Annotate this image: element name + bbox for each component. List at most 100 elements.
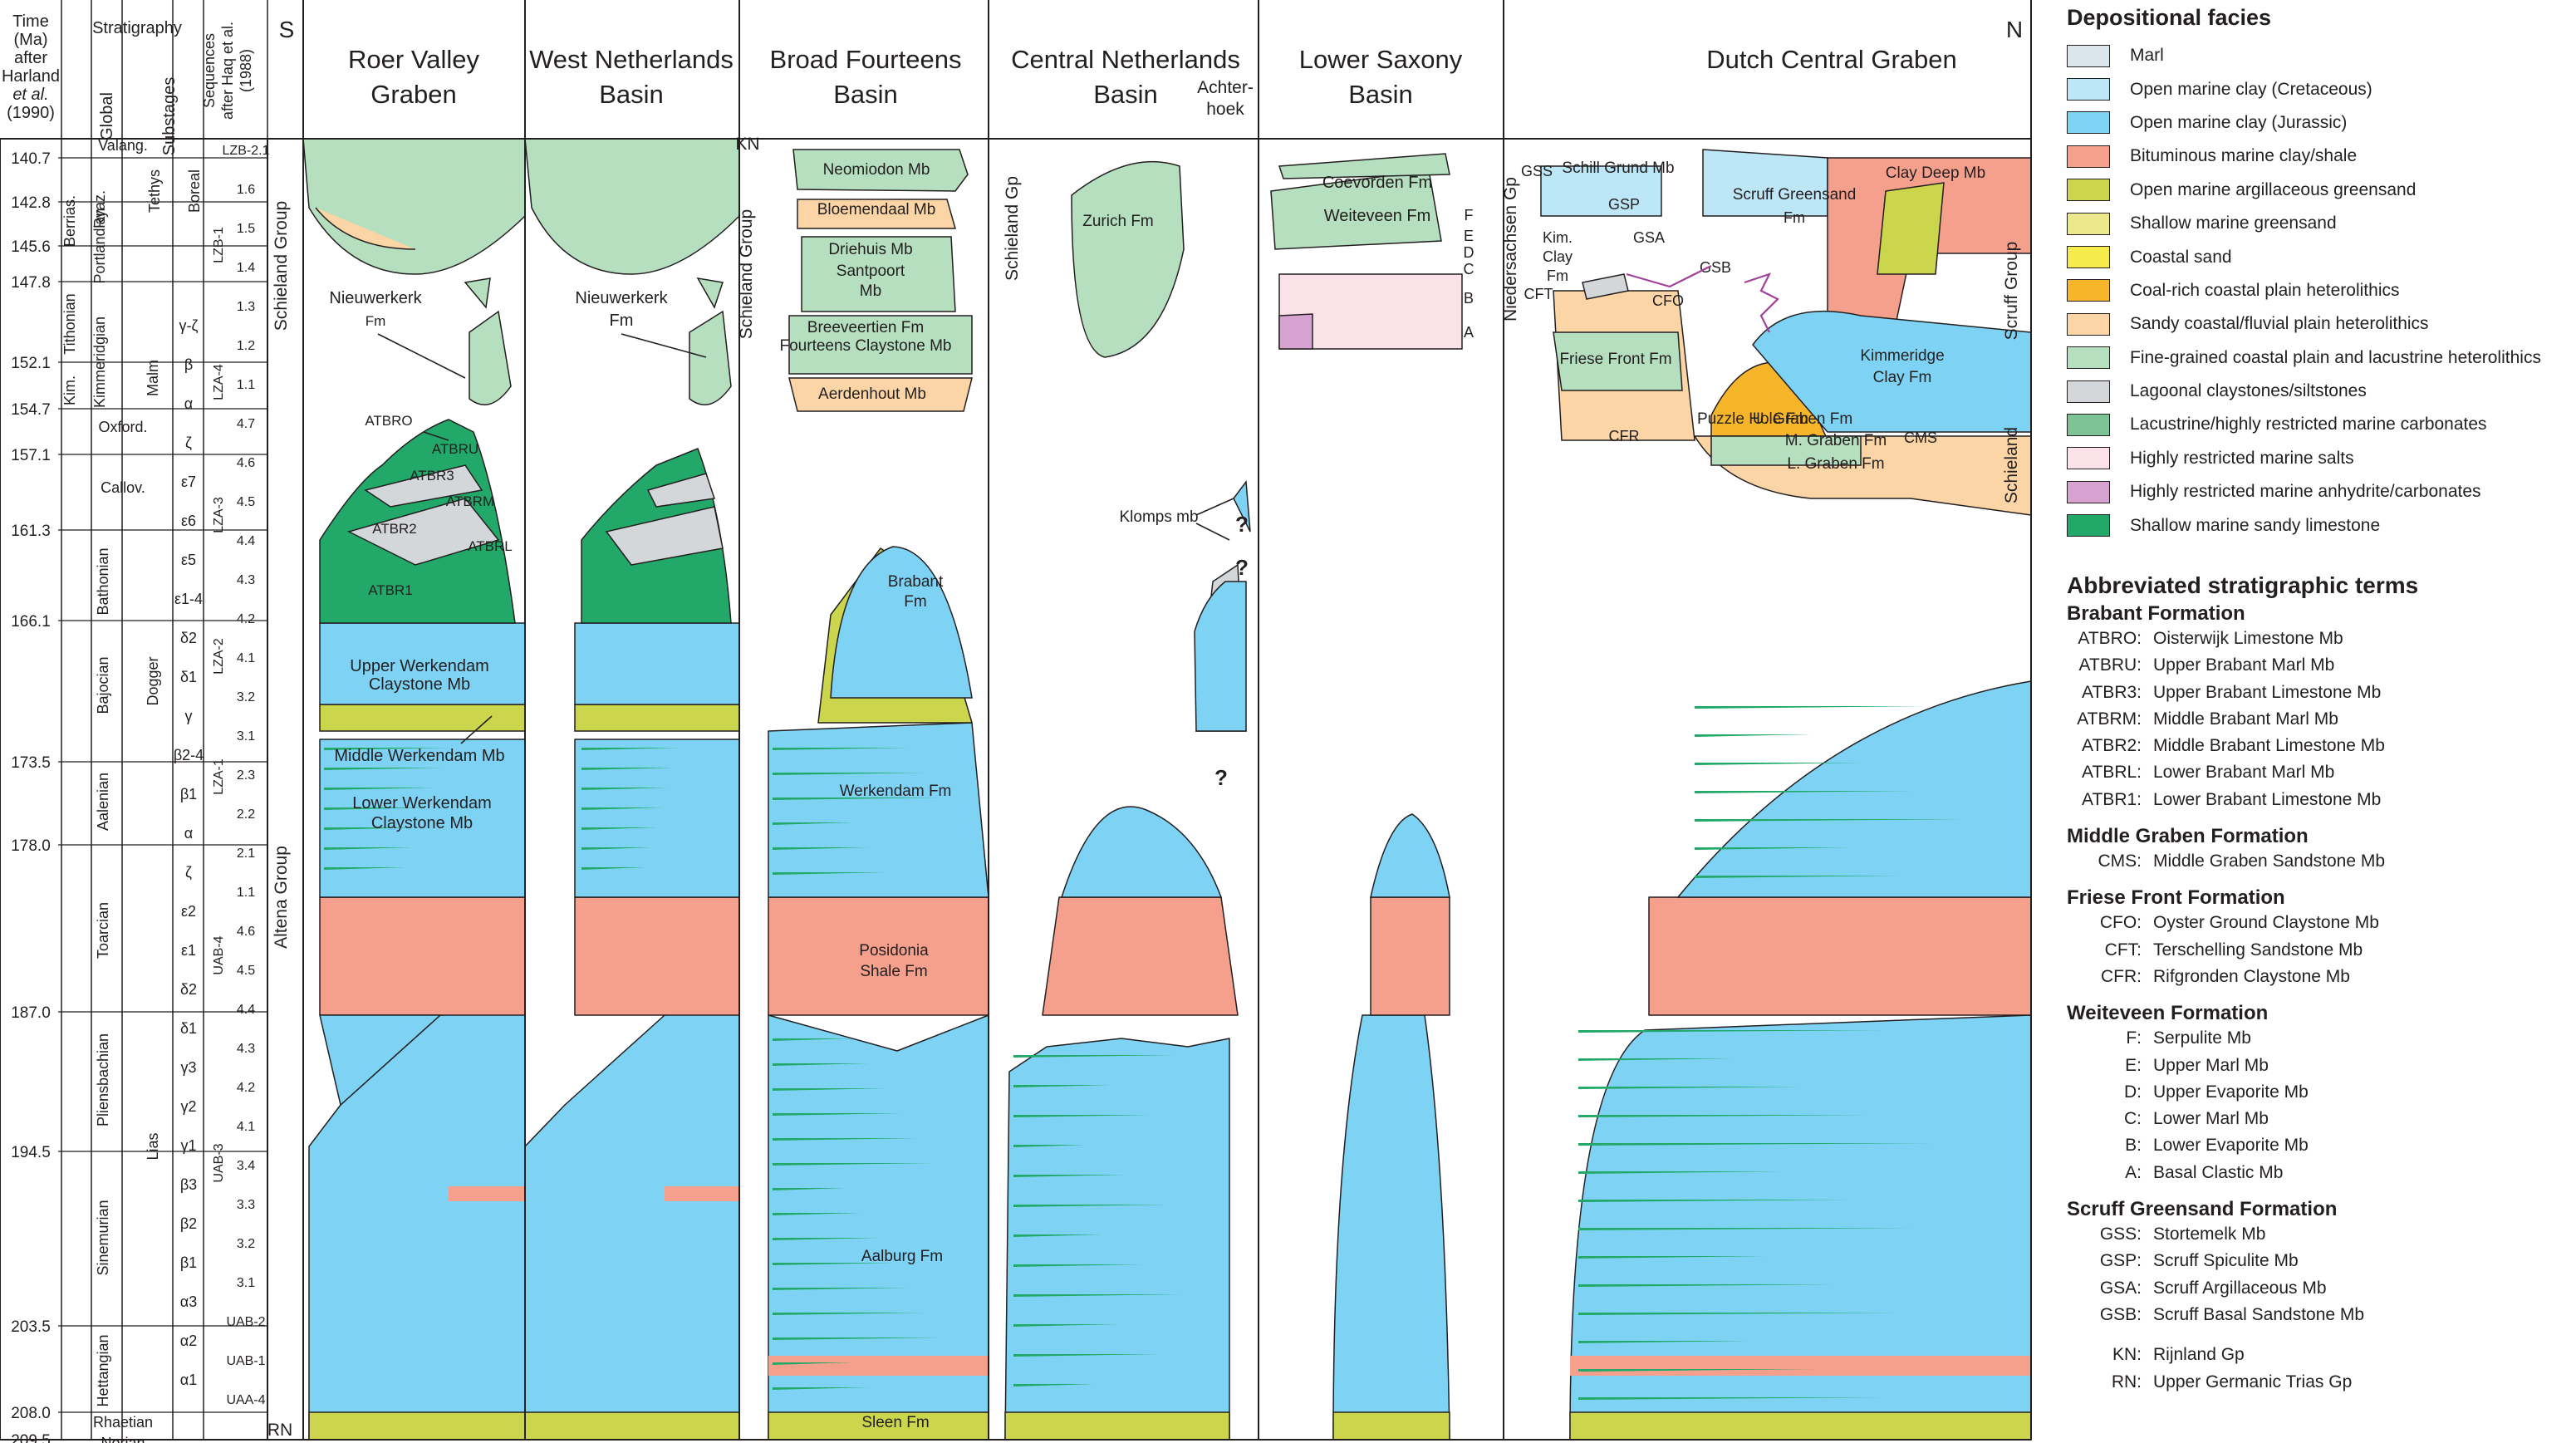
abbreviation-code: GSP: [2067, 1251, 2153, 1271]
abbreviation-code: RN: [2067, 1372, 2153, 1392]
unit-label: Neomiodon Mb [823, 161, 930, 179]
time-header: Harland [2, 67, 60, 86]
abbreviation-term: Upper Germanic Trias Gp [2153, 1372, 2352, 1392]
abbreviation-code: CMS: [2067, 852, 2153, 871]
basin-subarea: hoek [1206, 100, 1244, 119]
basin-subarea: Achter- [1197, 78, 1254, 97]
unit-label: Breeveertien Fm [807, 319, 924, 336]
substage-label: α [184, 395, 193, 412]
legend-item: Sandy coastal/fluvial plain heterolithic… [2067, 307, 2565, 341]
sequence-label: 2.3 [237, 768, 255, 783]
legend-item: Open marine argillaceous greensand [2067, 174, 2565, 207]
time-tick: 147.8 [11, 274, 51, 292]
legend-item: Coal-rich coastal plain heterolithics [2067, 274, 2565, 307]
unit-label: Shale Fm [860, 963, 927, 980]
time-tick: 173.5 [11, 754, 51, 772]
stratigraphic-chart: 140.7142.8145.6147.8152.1154.7157.1161.3… [0, 0, 2052, 1443]
epoch-label: Boreal [186, 169, 203, 213]
sequence-group: LZA-1 [212, 758, 226, 795]
unit-label: ATBR3 [410, 468, 454, 483]
legend-label: Marl [2130, 46, 2164, 66]
abbreviation-row: KN:Rijnland Gp [2067, 1342, 2565, 1368]
basin-name: Central Netherlands [1011, 45, 1240, 74]
unit-label: Fm [610, 312, 634, 330]
sequence-label: 3.2 [237, 690, 255, 704]
legend-label: Sandy coastal/fluvial plain heterolithic… [2130, 314, 2429, 334]
stage-label: Bathonian [95, 547, 111, 615]
sequence-label: UAB-1 [226, 1354, 265, 1368]
substage-label: ε1-4 [174, 591, 203, 607]
abbreviation-code: CFO: [2067, 913, 2153, 933]
sequence-group: LZA-2 [212, 638, 226, 675]
substages-header: Substages [160, 77, 179, 156]
sequence-label: 1.3 [237, 300, 255, 314]
unit-label: Friese Front Fm [1559, 351, 1671, 368]
abbreviation-heading: Friese Front Formation [2067, 886, 2565, 910]
abbreviation-row: ATBRU:Upper Brabant Marl Mb [2067, 652, 2565, 679]
abbreviation-term: Middle Brabant Limestone Mb [2153, 736, 2385, 756]
abbreviation-term: Lower Evaporite Mb [2153, 1136, 2309, 1156]
substage-label: β1 [180, 1254, 197, 1271]
abbreviation-row: CFR:Rifgronden Claystone Mb [2067, 964, 2565, 990]
epoch-label: Malm [145, 360, 161, 396]
facies-body [1005, 1038, 1229, 1440]
facies-body [1703, 150, 1828, 216]
substage-label: ε1 [181, 942, 196, 959]
facies-body [1072, 162, 1184, 357]
unit-label: ATBRU [432, 441, 478, 457]
unit-label: CFR [1609, 428, 1640, 444]
facies-body [575, 623, 739, 704]
sequence-label: 4.5 [237, 495, 255, 509]
legend-swatch [2067, 514, 2110, 537]
stage-label: Bajocian [95, 656, 111, 714]
substage-label: α [184, 825, 193, 842]
time-scale-frame [0, 139, 267, 1440]
annotation-arrow [378, 334, 465, 378]
substage-label: α2 [180, 1333, 197, 1349]
time-tick: 208.0 [11, 1405, 51, 1422]
facies-body [1062, 807, 1221, 897]
unit-label: Clay Fm [1873, 369, 1932, 386]
time-tick: 194.5 [11, 1144, 51, 1161]
facies-body [1570, 1015, 2031, 1440]
unit-label: Bloemendaal Mb [817, 201, 936, 218]
legend-label: Lagoonal claystones/siltstones [2130, 381, 2367, 401]
sequence-group: UAB-4 [212, 935, 226, 974]
legend-swatch [2067, 145, 2110, 168]
facies-body [1570, 1412, 2031, 1440]
abbreviation-code: ATBRO: [2067, 629, 2153, 649]
unit-label: Zurich Fm [1082, 213, 1154, 230]
epoch-label: Lias [145, 1132, 161, 1160]
abbreviation-row: ATBRL:Lower Brabant Marl Mb [2067, 759, 2565, 786]
stage-label: Valang. [98, 137, 148, 154]
unit-label: Brabant [888, 573, 944, 591]
sequence-label: 4.3 [237, 1042, 255, 1056]
sequence-label: 1.1 [237, 378, 255, 392]
group-label: Schieland Group [737, 209, 756, 339]
legend-item: Marl [2067, 39, 2565, 72]
abbreviation-term: Upper Brabant Limestone Mb [2153, 683, 2381, 703]
abbreviation-code: GSA: [2067, 1279, 2153, 1298]
unit-label: B [1464, 290, 1474, 307]
facies-body [1649, 897, 2031, 1015]
stage-label: Rhaetian [93, 1414, 153, 1431]
substage-label: β2-4 [174, 747, 204, 763]
abbreviation-term: Middle Graben Sandstone Mb [2153, 852, 2385, 871]
epoch-label: Dogger [145, 656, 161, 705]
abbreviation-code: ATBR1: [2067, 790, 2153, 810]
facies-stripe [1695, 734, 1811, 737]
substage-label: δ2 [180, 630, 197, 646]
legend-title: Depositional facies [2067, 5, 2565, 31]
legend-swatch [2067, 279, 2110, 302]
legend-swatch [2067, 213, 2110, 235]
legend-item: Shallow marine greensand [2067, 207, 2565, 240]
legend-label: Highly restricted marine anhydrite/carbo… [2130, 482, 2481, 502]
time-header: after [14, 49, 47, 67]
sequence-label: 4.6 [237, 456, 255, 470]
abbreviation-code: GSB: [2067, 1305, 2153, 1325]
time-tick: 140.7 [11, 150, 51, 168]
legend-swatch [2067, 78, 2110, 101]
legend-label: Open marine argillaceous greensand [2130, 180, 2416, 200]
substage-label: δ1 [180, 669, 197, 685]
abbreviation-term: Stortemelk Mb [2153, 1225, 2265, 1244]
